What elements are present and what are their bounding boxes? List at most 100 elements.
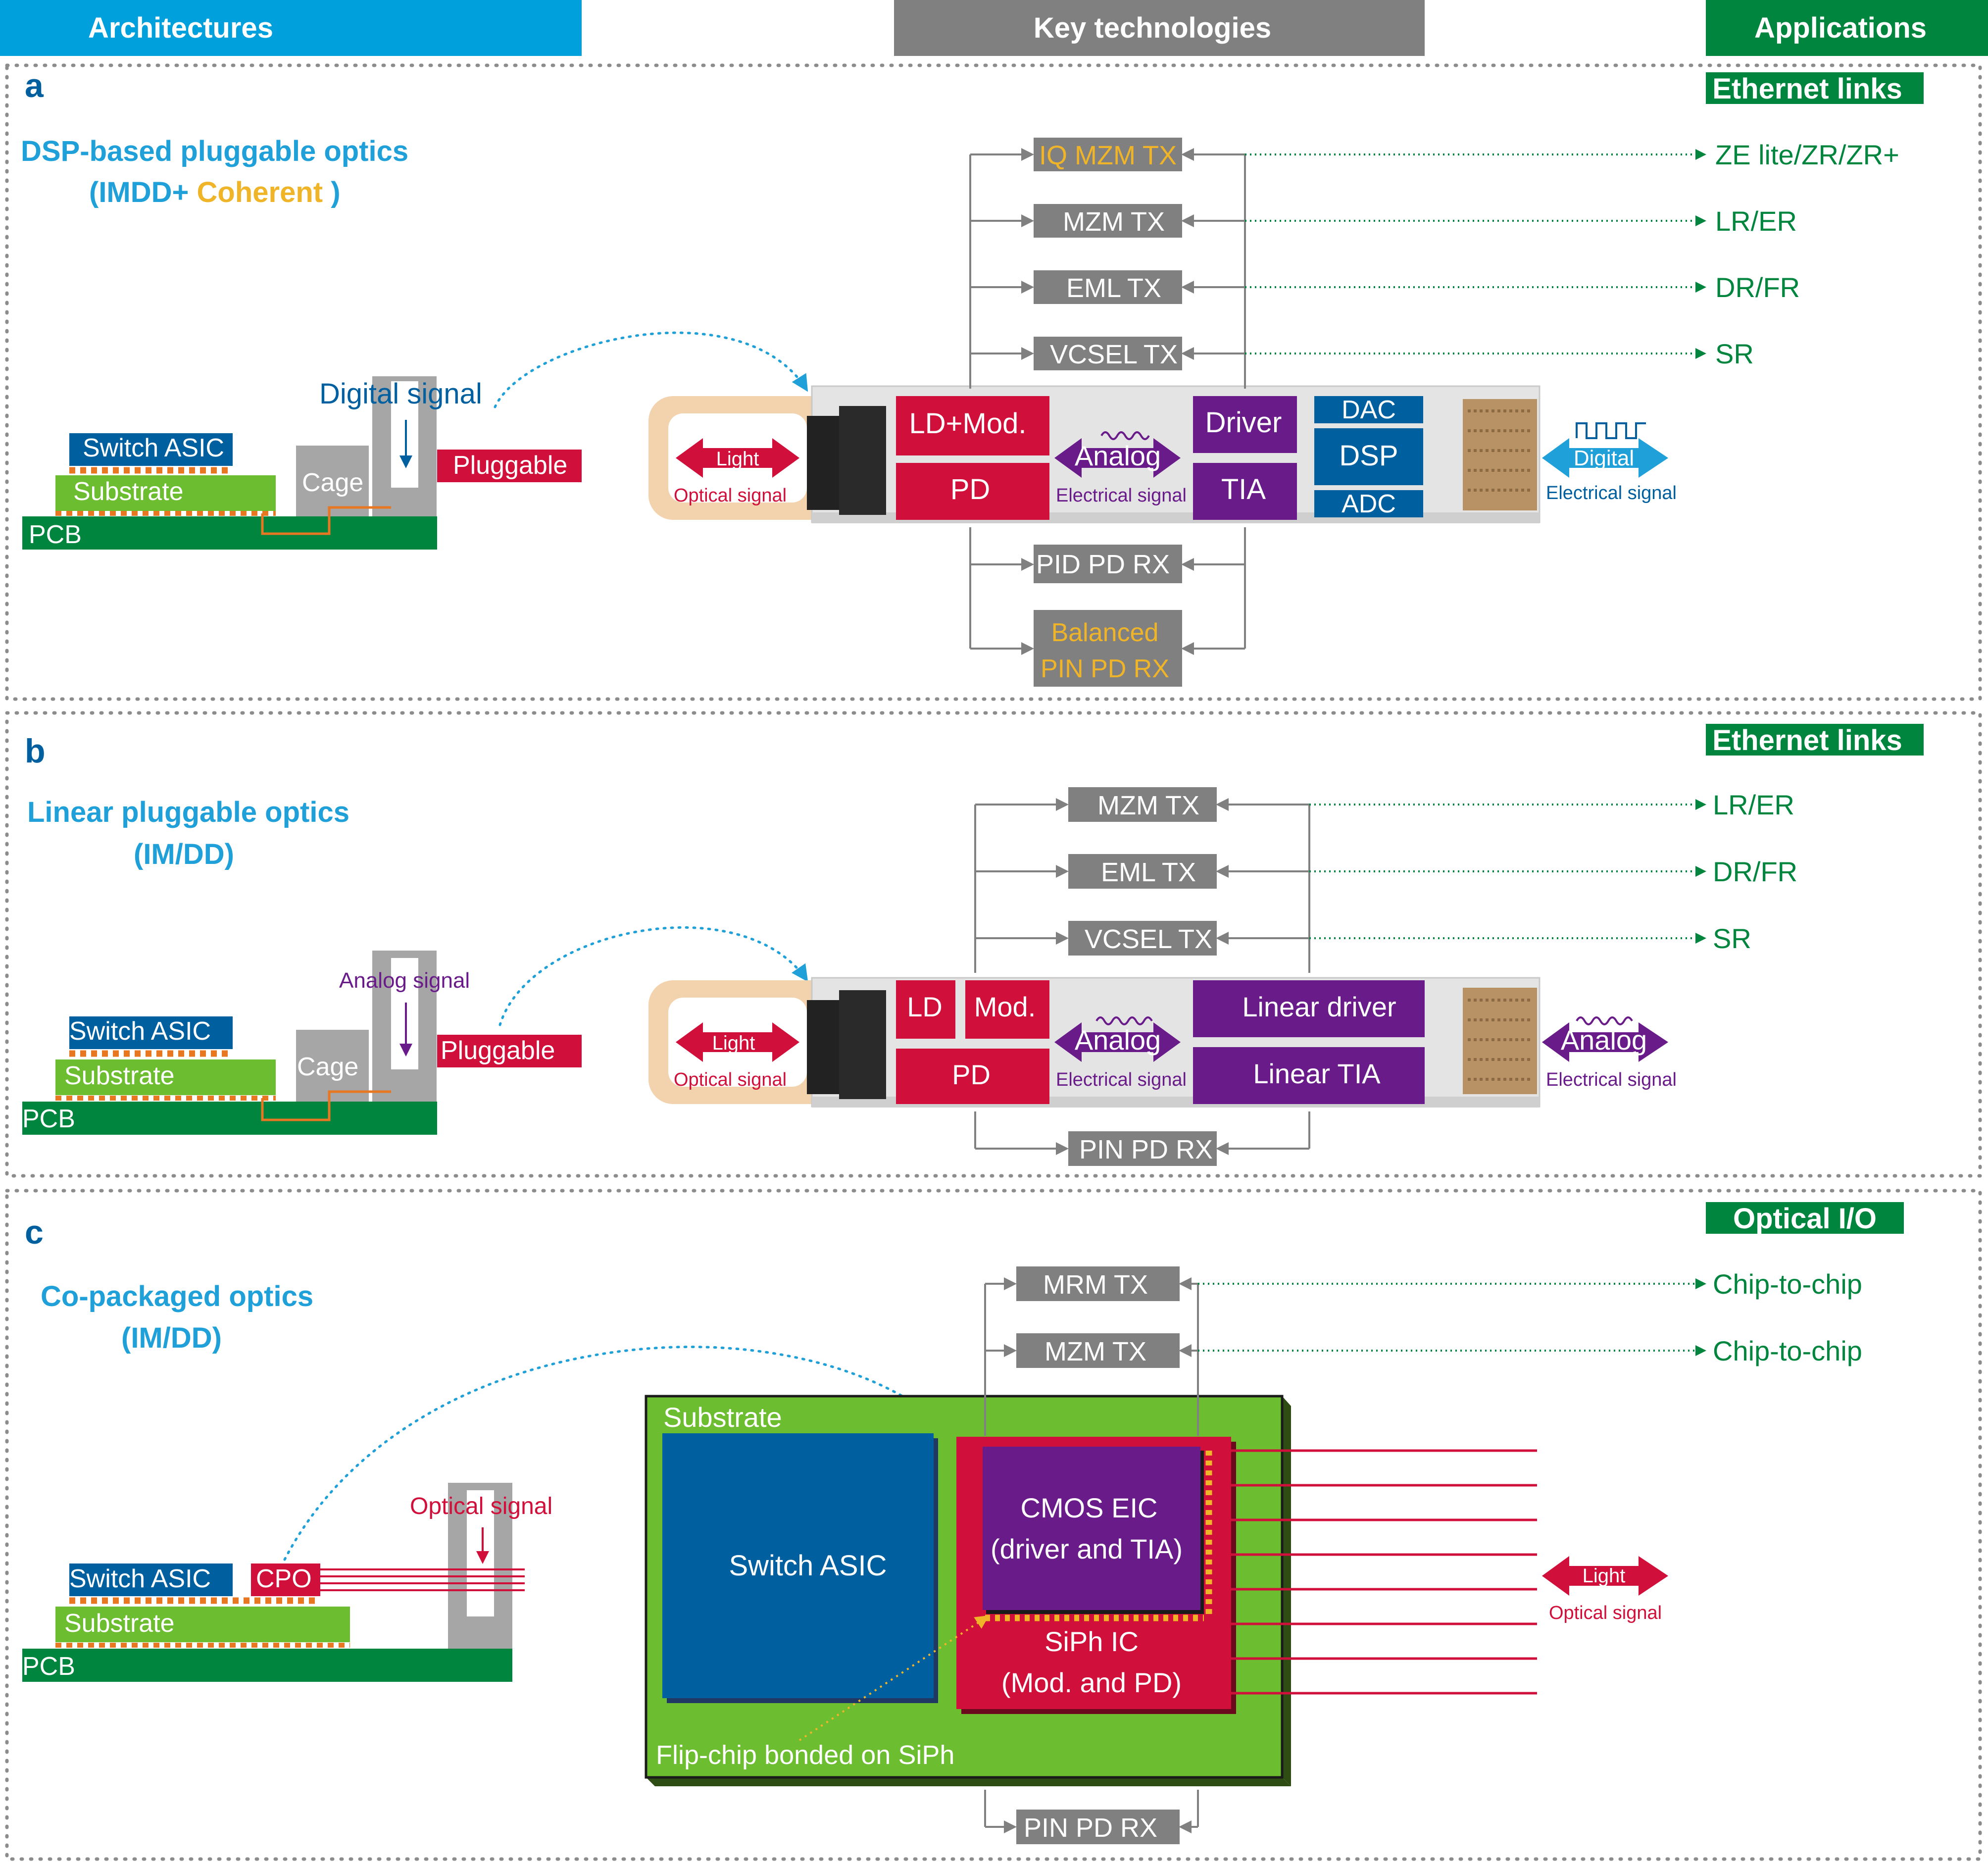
- substrate-layer: [55, 1607, 350, 1642]
- panel-c-letter: c: [25, 1213, 44, 1251]
- app-chip-to-chip-1: Chip-to-chip: [1713, 1268, 1862, 1300]
- svg-text:Applications: Applications: [1754, 12, 1927, 44]
- panel-a: a DSP-based pluggable optics (IMDD+ Cohe…: [21, 67, 1924, 687]
- svg-text:PCB: PCB: [22, 1652, 75, 1681]
- header-applications: Applications: [1706, 0, 1988, 56]
- svg-text:Key technologies: Key technologies: [1034, 12, 1271, 44]
- app-lr-er: LR/ER: [1713, 789, 1794, 820]
- substrate-layer: [55, 1059, 276, 1095]
- switch-asic-chip: [69, 1016, 233, 1049]
- svg-text:ADC: ADC: [1342, 490, 1396, 518]
- panel-c: c Co-packaged optics (IM/DD) Optical I/O…: [22, 1202, 1904, 1844]
- panel-c-app-links: [1198, 1278, 1706, 1356]
- svg-text:CPO: CPO: [256, 1564, 312, 1593]
- svg-text:MRM TX: MRM TX: [1043, 1270, 1148, 1300]
- tx-box-iq-mzm: IQ MZM TX: [1034, 138, 1182, 171]
- panel-c-connectors: [984, 1277, 1199, 1833]
- tx-box-vcsel: VCSEL TX: [1068, 921, 1217, 956]
- svg-text:Switch ASIC: Switch ASIC: [69, 1017, 211, 1046]
- svg-text:Optical signal: Optical signal: [1549, 1603, 1662, 1623]
- panel-c-architecture: PCB Substrate Switch ASIC CPO Optical si…: [22, 1346, 954, 1682]
- tx-box-eml: EML TX: [1034, 270, 1182, 304]
- fiber-array: [1231, 1449, 1537, 1695]
- panel-b-app-links: [1309, 799, 1706, 944]
- cage-post: [372, 951, 437, 1102]
- svg-text:Analog: Analog: [1075, 440, 1161, 471]
- switch-asic-chip: [69, 433, 233, 466]
- svg-text:PD: PD: [952, 1059, 991, 1090]
- latch: [807, 416, 844, 510]
- panel-c-frame: [5, 1189, 1982, 1861]
- svg-text:Digital: Digital: [1574, 446, 1634, 470]
- panel-b-app-badge: Ethernet links: [1706, 724, 1924, 756]
- svg-text:MZM TX: MZM TX: [1063, 207, 1165, 237]
- app-dr-fr: DR/FR: [1715, 272, 1800, 303]
- svg-text:Substrate: Substrate: [64, 1609, 175, 1638]
- panel-a-letter: a: [25, 67, 44, 104]
- tia-chip: [1193, 463, 1297, 520]
- ld-chip: [896, 980, 955, 1039]
- tx-box-mrm: MRM TX: [1016, 1266, 1180, 1301]
- svg-text:Flip-chip bonded on SiPh: Flip-chip bonded on SiPh: [656, 1740, 954, 1770]
- svg-text:PD: PD: [950, 473, 991, 505]
- svg-text:LD+Mod.: LD+Mod.: [909, 407, 1027, 440]
- svg-text:Electrical signal: Electrical signal: [1056, 1069, 1187, 1090]
- svg-text:Optical signal: Optical signal: [674, 1069, 787, 1090]
- svg-text:Linear driver: Linear driver: [1242, 991, 1396, 1022]
- light-double-arrow: Light Optical signal: [1542, 1556, 1668, 1623]
- svg-text:EML TX: EML TX: [1066, 273, 1161, 303]
- rx-box-pin-pd: PIN PD RX: [1016, 1810, 1180, 1844]
- tx-box-eml: EML TX: [1068, 854, 1217, 889]
- app-dr-fr: DR/FR: [1713, 856, 1797, 887]
- analog-double-arrow: Analog Electrical signal: [1054, 1016, 1187, 1090]
- svg-text:Switch ASIC: Switch ASIC: [69, 1564, 211, 1593]
- cpo-chip: [251, 1563, 320, 1596]
- svg-text:SiPh IC: SiPh IC: [1044, 1626, 1139, 1657]
- svg-text:(driver and TIA): (driver and TIA): [991, 1533, 1183, 1564]
- svg-text:Pluggable: Pluggable: [441, 1036, 555, 1065]
- svg-text:Mod.: Mod.: [974, 991, 1036, 1022]
- svg-text:TIA: TIA: [1221, 473, 1266, 505]
- svg-text:Electrical signal: Electrical signal: [1056, 485, 1187, 506]
- svg-text:VCSEL TX: VCSEL TX: [1085, 924, 1212, 954]
- svg-text:Optical signal: Optical signal: [674, 485, 787, 506]
- svg-text:DSP: DSP: [1339, 440, 1398, 472]
- panel-b-subtitle: (IM/DD): [134, 838, 234, 870]
- pluggable-module: [437, 1035, 582, 1067]
- panel-c-subtitle: (IM/DD): [121, 1322, 222, 1354]
- pcb-layer: [22, 516, 437, 550]
- mod-chip: [965, 980, 1049, 1039]
- svg-text:Driver: Driver: [1205, 406, 1282, 439]
- svg-text:Analog: Analog: [1075, 1024, 1161, 1056]
- svg-text:IQ MZM TX: IQ MZM TX: [1039, 141, 1177, 170]
- analog-double-arrow: Analog Electrical signal: [1054, 431, 1187, 506]
- panel-a-subtitle: (IMDD+ Coherent ): [89, 176, 341, 208]
- app-lr-er: LR/ER: [1715, 205, 1797, 237]
- svg-text:PID PD RX: PID PD RX: [1036, 550, 1170, 579]
- panel-b: b Linear pluggable optics (IM/DD) Ethern…: [22, 724, 1924, 1166]
- svg-text:PCB: PCB: [29, 520, 82, 549]
- svg-text:Cage: Cage: [302, 468, 363, 497]
- svg-text:Optical I/O: Optical I/O: [1733, 1203, 1877, 1235]
- svg-text:Switch ASIC: Switch ASIC: [83, 434, 224, 462]
- panel-a-frame: [5, 63, 1982, 701]
- panel-a-app-links: [1245, 149, 1706, 359]
- dsp-chip: [1314, 428, 1423, 485]
- pd-chip: [896, 1049, 1049, 1104]
- tx-box-mzm: MZM TX: [1034, 204, 1182, 238]
- header-key-technologies: Key technologies: [894, 0, 1425, 56]
- package-switch-asic: [662, 1433, 934, 1698]
- svg-text:PCB: PCB: [22, 1105, 75, 1133]
- svg-text:Light: Light: [712, 1032, 755, 1054]
- svg-text:MZM TX: MZM TX: [1097, 791, 1199, 820]
- pcb-layer: [22, 1649, 512, 1682]
- svg-text:Pluggable: Pluggable: [453, 451, 567, 480]
- panel-a-module: Light Optical signal LD+Mod. PD Analog E…: [648, 385, 1677, 523]
- svg-text:LD: LD: [907, 991, 943, 1022]
- digital-double-arrow: Digital Electrical signal: [1542, 422, 1677, 504]
- panel-a-architecture: PCB Substrate Switch ASIC Cage Pluggable…: [22, 331, 808, 550]
- cage: [296, 446, 369, 516]
- pd-chip: [896, 463, 1049, 520]
- svg-text:Linear TIA: Linear TIA: [1253, 1058, 1381, 1089]
- tx-box-mzm: MZM TX: [1068, 787, 1217, 822]
